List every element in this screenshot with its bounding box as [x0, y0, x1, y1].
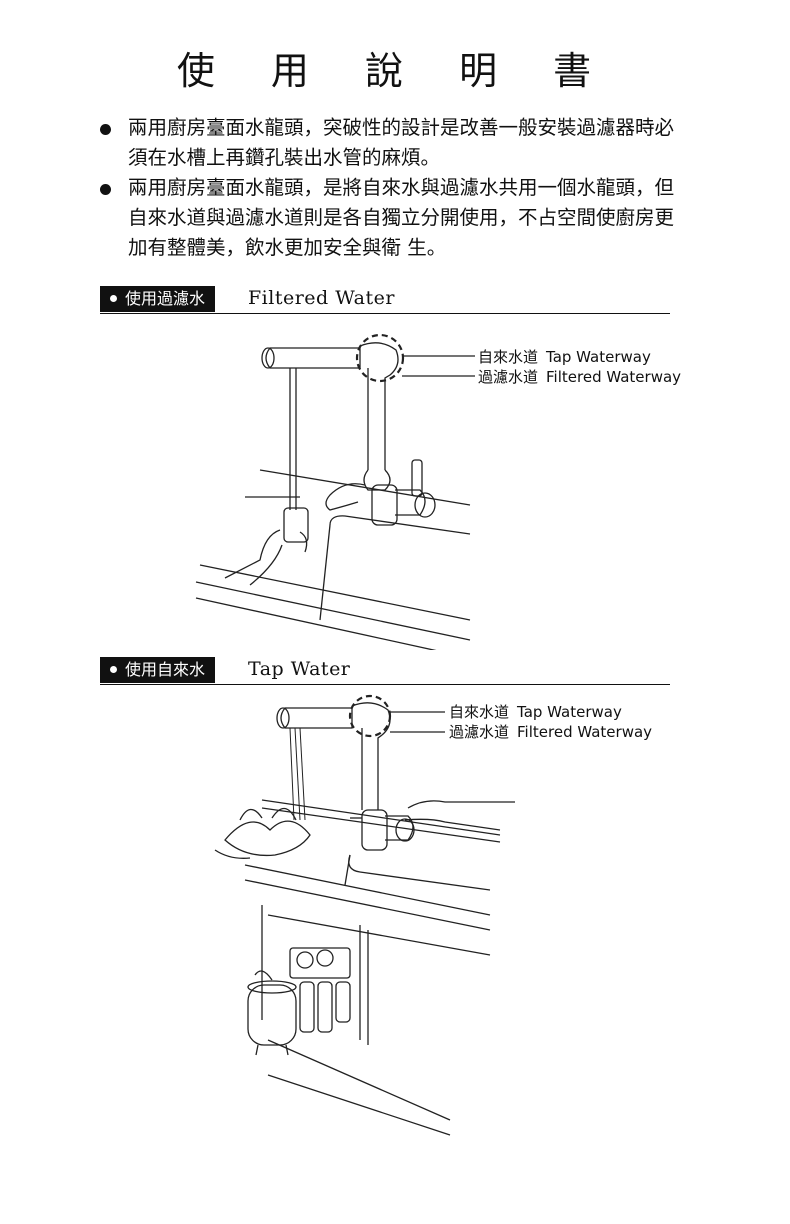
callout-zh: 自來水道 — [478, 348, 539, 366]
section-header-filtered: 使用過濾水 Filtered Water — [100, 286, 670, 314]
callout-zh: 自來水道 — [449, 703, 510, 721]
callout-en: Tap Waterway — [546, 348, 651, 366]
bullet-dot — [100, 184, 111, 195]
badge-dot — [110, 295, 117, 302]
section-rule — [100, 313, 670, 314]
tap-water-illustration — [214, 694, 515, 1136]
intro-bullets: 兩用廚房臺面水龍頭，突破性的設計是改善一般安裝過濾器時必須在水槽上再鑽孔裝出水管… — [100, 113, 680, 263]
callout-zh: 過濾水道 — [449, 723, 510, 741]
section-header-tap: 使用自來水 Tap Water — [100, 657, 670, 685]
callout-filtered-waterway-2: 過濾水道 Filtered Waterway — [449, 722, 652, 742]
bullet-item: 兩用廚房臺面水龍頭，突破性的設計是改善一般安裝過濾器時必須在水槽上再鑽孔裝出水管… — [100, 113, 680, 173]
callout-zh: 過濾水道 — [478, 368, 539, 386]
bullet-dot — [100, 124, 111, 135]
callout-en: Filtered Waterway — [517, 723, 653, 741]
section-english-title: Tap Water — [248, 658, 351, 680]
section-badge-label: 使用過濾水 — [125, 289, 206, 308]
badge-dot — [110, 666, 117, 673]
bullet-text: 兩用廚房臺面水龍頭，是將自來水與過濾水共用一個水龍頭，但自來水道與過濾水道則是各… — [128, 176, 675, 259]
callout-en: Filtered Waterway — [546, 368, 682, 386]
callout-tap-waterway-1: 自來水道 Tap Waterway — [478, 347, 651, 367]
callout-tap-waterway-2: 自來水道 Tap Waterway — [449, 702, 622, 722]
page-title: 使 用 說 明 書 — [176, 49, 614, 93]
bullet-item: 兩用廚房臺面水龍頭，是將自來水與過濾水共用一個水龍頭，但自來水道與過濾水道則是各… — [100, 173, 680, 263]
callout-filtered-waterway-1: 過濾水道 Filtered Waterway — [478, 367, 681, 387]
section-badge: 使用過濾水 — [100, 286, 216, 312]
section-badge-label: 使用自來水 — [125, 660, 206, 679]
filtered-water-illustration — [195, 333, 475, 650]
bullet-text: 兩用廚房臺面水龍頭，突破性的設計是改善一般安裝過濾器時必須在水槽上再鑽孔裝出水管… — [128, 116, 675, 169]
section-badge: 使用自來水 — [100, 657, 216, 683]
section-english-title: Filtered Water — [248, 287, 395, 309]
callout-en: Tap Waterway — [517, 703, 622, 721]
section-rule — [100, 684, 670, 685]
